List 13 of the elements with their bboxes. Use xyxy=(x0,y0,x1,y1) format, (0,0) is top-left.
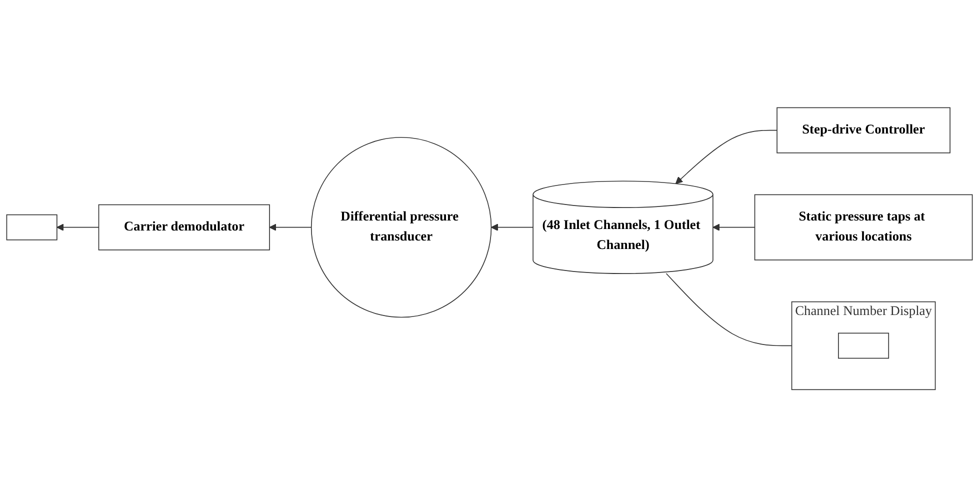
arrow xyxy=(269,223,312,231)
cluster: Channel Number Display xyxy=(791,301,936,390)
arrow xyxy=(490,223,534,231)
node-box: Static pressure taps at various locations xyxy=(754,194,973,260)
node-box: Carrier demodulator xyxy=(98,204,270,250)
node-box xyxy=(6,214,58,240)
node-box xyxy=(838,332,890,358)
arrow xyxy=(675,130,778,184)
arrow xyxy=(712,223,756,231)
node-box: Step-drive Controller xyxy=(776,107,950,154)
node-circle: Differential pressure transducer xyxy=(310,136,492,318)
connector xyxy=(666,272,792,346)
arrow xyxy=(56,223,100,231)
